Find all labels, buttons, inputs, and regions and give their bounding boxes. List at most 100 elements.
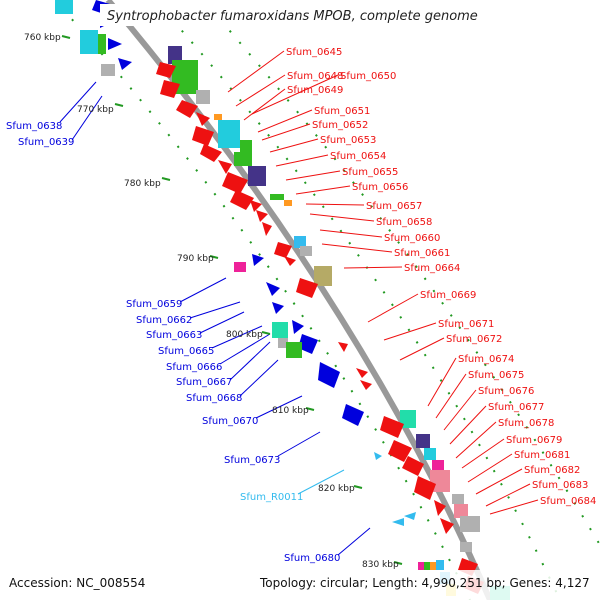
gene-feature [454, 504, 468, 518]
gene-feature [278, 338, 288, 348]
gene-feature [266, 282, 280, 296]
leader-line [235, 74, 286, 107]
leader-line [435, 373, 467, 419]
leader-line [199, 311, 245, 334]
gene-label[interactable]: Sfum_0665 [158, 346, 214, 357]
gene-label[interactable]: Sfum_0651 [314, 106, 370, 117]
gene-feature [160, 80, 180, 98]
gene-feature [388, 440, 412, 462]
gene-label[interactable]: Sfum_0654 [330, 151, 386, 162]
leader-line [211, 325, 263, 349]
gene-feature [252, 254, 264, 266]
accession-text: Accession: NC_008554 [9, 576, 145, 590]
leader-line [277, 431, 321, 457]
kbp-tick [209, 255, 219, 259]
gene-feature [294, 236, 306, 248]
title-backdrop [100, 4, 500, 26]
leader-line [219, 333, 271, 365]
gene-feature [272, 302, 284, 314]
gene-label[interactable]: Sfum_0669 [420, 290, 476, 301]
leader-line [319, 229, 383, 238]
gene-feature [234, 262, 246, 272]
kbp-labels: 760 kbp 770 kbp 780 kbp 790 kbp 800 kbp … [24, 33, 399, 570]
right-leader-lines [227, 50, 539, 515]
gene-feature [156, 62, 176, 78]
gene-feature [80, 30, 98, 54]
gene-label[interactable]: Sfum_0664 [404, 263, 460, 274]
map-title: Syntrophobacter fumaroxidans MPOB, compl… [107, 9, 478, 24]
gene-label[interactable]: Sfum_0638 [6, 121, 62, 132]
gene-label[interactable]: Sfum_0678 [498, 418, 554, 429]
leader-line [399, 337, 445, 361]
gene-label[interactable]: Sfum_0672 [446, 334, 502, 345]
gene-label[interactable]: Sfum_0659 [126, 299, 182, 310]
gene-label[interactable]: Sfum_0680 [284, 553, 340, 564]
gene-label[interactable]: Sfum_0674 [458, 354, 514, 365]
gene-label[interactable]: Sfum_0652 [312, 120, 368, 131]
gene-label[interactable]: Sfum_0639 [18, 137, 74, 148]
gene-label[interactable]: Sfum_0675 [468, 370, 524, 381]
gene-feature [234, 152, 252, 166]
gene-label[interactable]: Sfum_0683 [532, 480, 588, 491]
leader-line [343, 266, 403, 269]
kbp-ticks [61, 35, 403, 565]
gene-label[interactable]: Sfum_0667 [176, 377, 232, 388]
leader-line [229, 341, 271, 381]
kbp-label-820: 820 kbp [318, 484, 355, 494]
gene-label[interactable]: Sfum_0666 [166, 362, 222, 373]
gene-feature [460, 542, 472, 552]
gene-label[interactable]: Sfum_0648 [287, 71, 343, 82]
kbp-label-830: 830 kbp [362, 560, 399, 570]
gene-label[interactable]: Sfum_0682 [524, 465, 580, 476]
gene-label[interactable]: Sfum_0677 [488, 402, 544, 413]
gene-feature [284, 256, 296, 266]
leader-line [485, 483, 531, 507]
gene-label[interactable]: Sfum_0662 [136, 315, 192, 326]
leader-line [489, 499, 539, 515]
gene-label[interactable]: Sfum_0671 [438, 319, 494, 330]
kbp-tick [114, 103, 124, 107]
gene-label[interactable]: Sfum_0663 [146, 330, 202, 341]
gene-feature [192, 126, 214, 146]
kbp-label-760: 760 kbp [24, 33, 61, 43]
gene-features [55, 0, 510, 600]
gene-label[interactable]: Sfum_0658 [376, 217, 432, 228]
gene-label[interactable]: Sfum_0650 [340, 71, 396, 82]
footer-backdrop [0, 570, 600, 600]
gene-feature [240, 140, 252, 154]
gene-label[interactable]: Sfum_0670 [202, 416, 258, 427]
gene-feature [416, 434, 430, 448]
gene-label[interactable]: Sfum_0657 [366, 201, 422, 212]
gene-feature [55, 0, 73, 14]
gene-feature [262, 222, 272, 236]
far-inner-track-guide [209, 7, 600, 546]
leader-line [179, 277, 227, 303]
gene-label[interactable]: Sfum_R0011 [240, 492, 303, 503]
gene-label[interactable]: Sfum_0681 [514, 450, 570, 461]
leader-line [71, 95, 103, 141]
leader-line [305, 203, 365, 206]
gene-label[interactable]: Sfum_0684 [540, 496, 596, 507]
leader-line [449, 405, 487, 445]
gene-feature [168, 46, 182, 64]
gene-label[interactable]: Sfum_0645 [286, 47, 342, 58]
gene-label[interactable]: Sfum_0668 [186, 393, 242, 404]
gene-feature [338, 342, 348, 352]
gene-feature [360, 380, 372, 390]
gene-label[interactable]: Sfum_0660 [384, 233, 440, 244]
gene-label[interactable]: Sfum_0649 [287, 85, 343, 96]
gene-label[interactable]: Sfum_0655 [342, 167, 398, 178]
leader-line [467, 453, 513, 483]
gene-feature [356, 368, 368, 378]
gene-label[interactable]: Sfum_0676 [478, 386, 534, 397]
gene-label[interactable]: Sfum_0673 [224, 455, 280, 466]
gene-feature [400, 410, 416, 428]
gene-label[interactable]: Sfum_0679 [506, 435, 562, 446]
leader-line [383, 322, 437, 341]
gene-label[interactable]: Sfum_0653 [320, 135, 376, 146]
gene-feature [98, 34, 106, 54]
gene-label[interactable]: Sfum_0661 [394, 248, 450, 259]
gene-label[interactable]: Sfum_0656 [352, 182, 408, 193]
kbp-tick [305, 407, 315, 411]
gene-feature [256, 210, 268, 222]
